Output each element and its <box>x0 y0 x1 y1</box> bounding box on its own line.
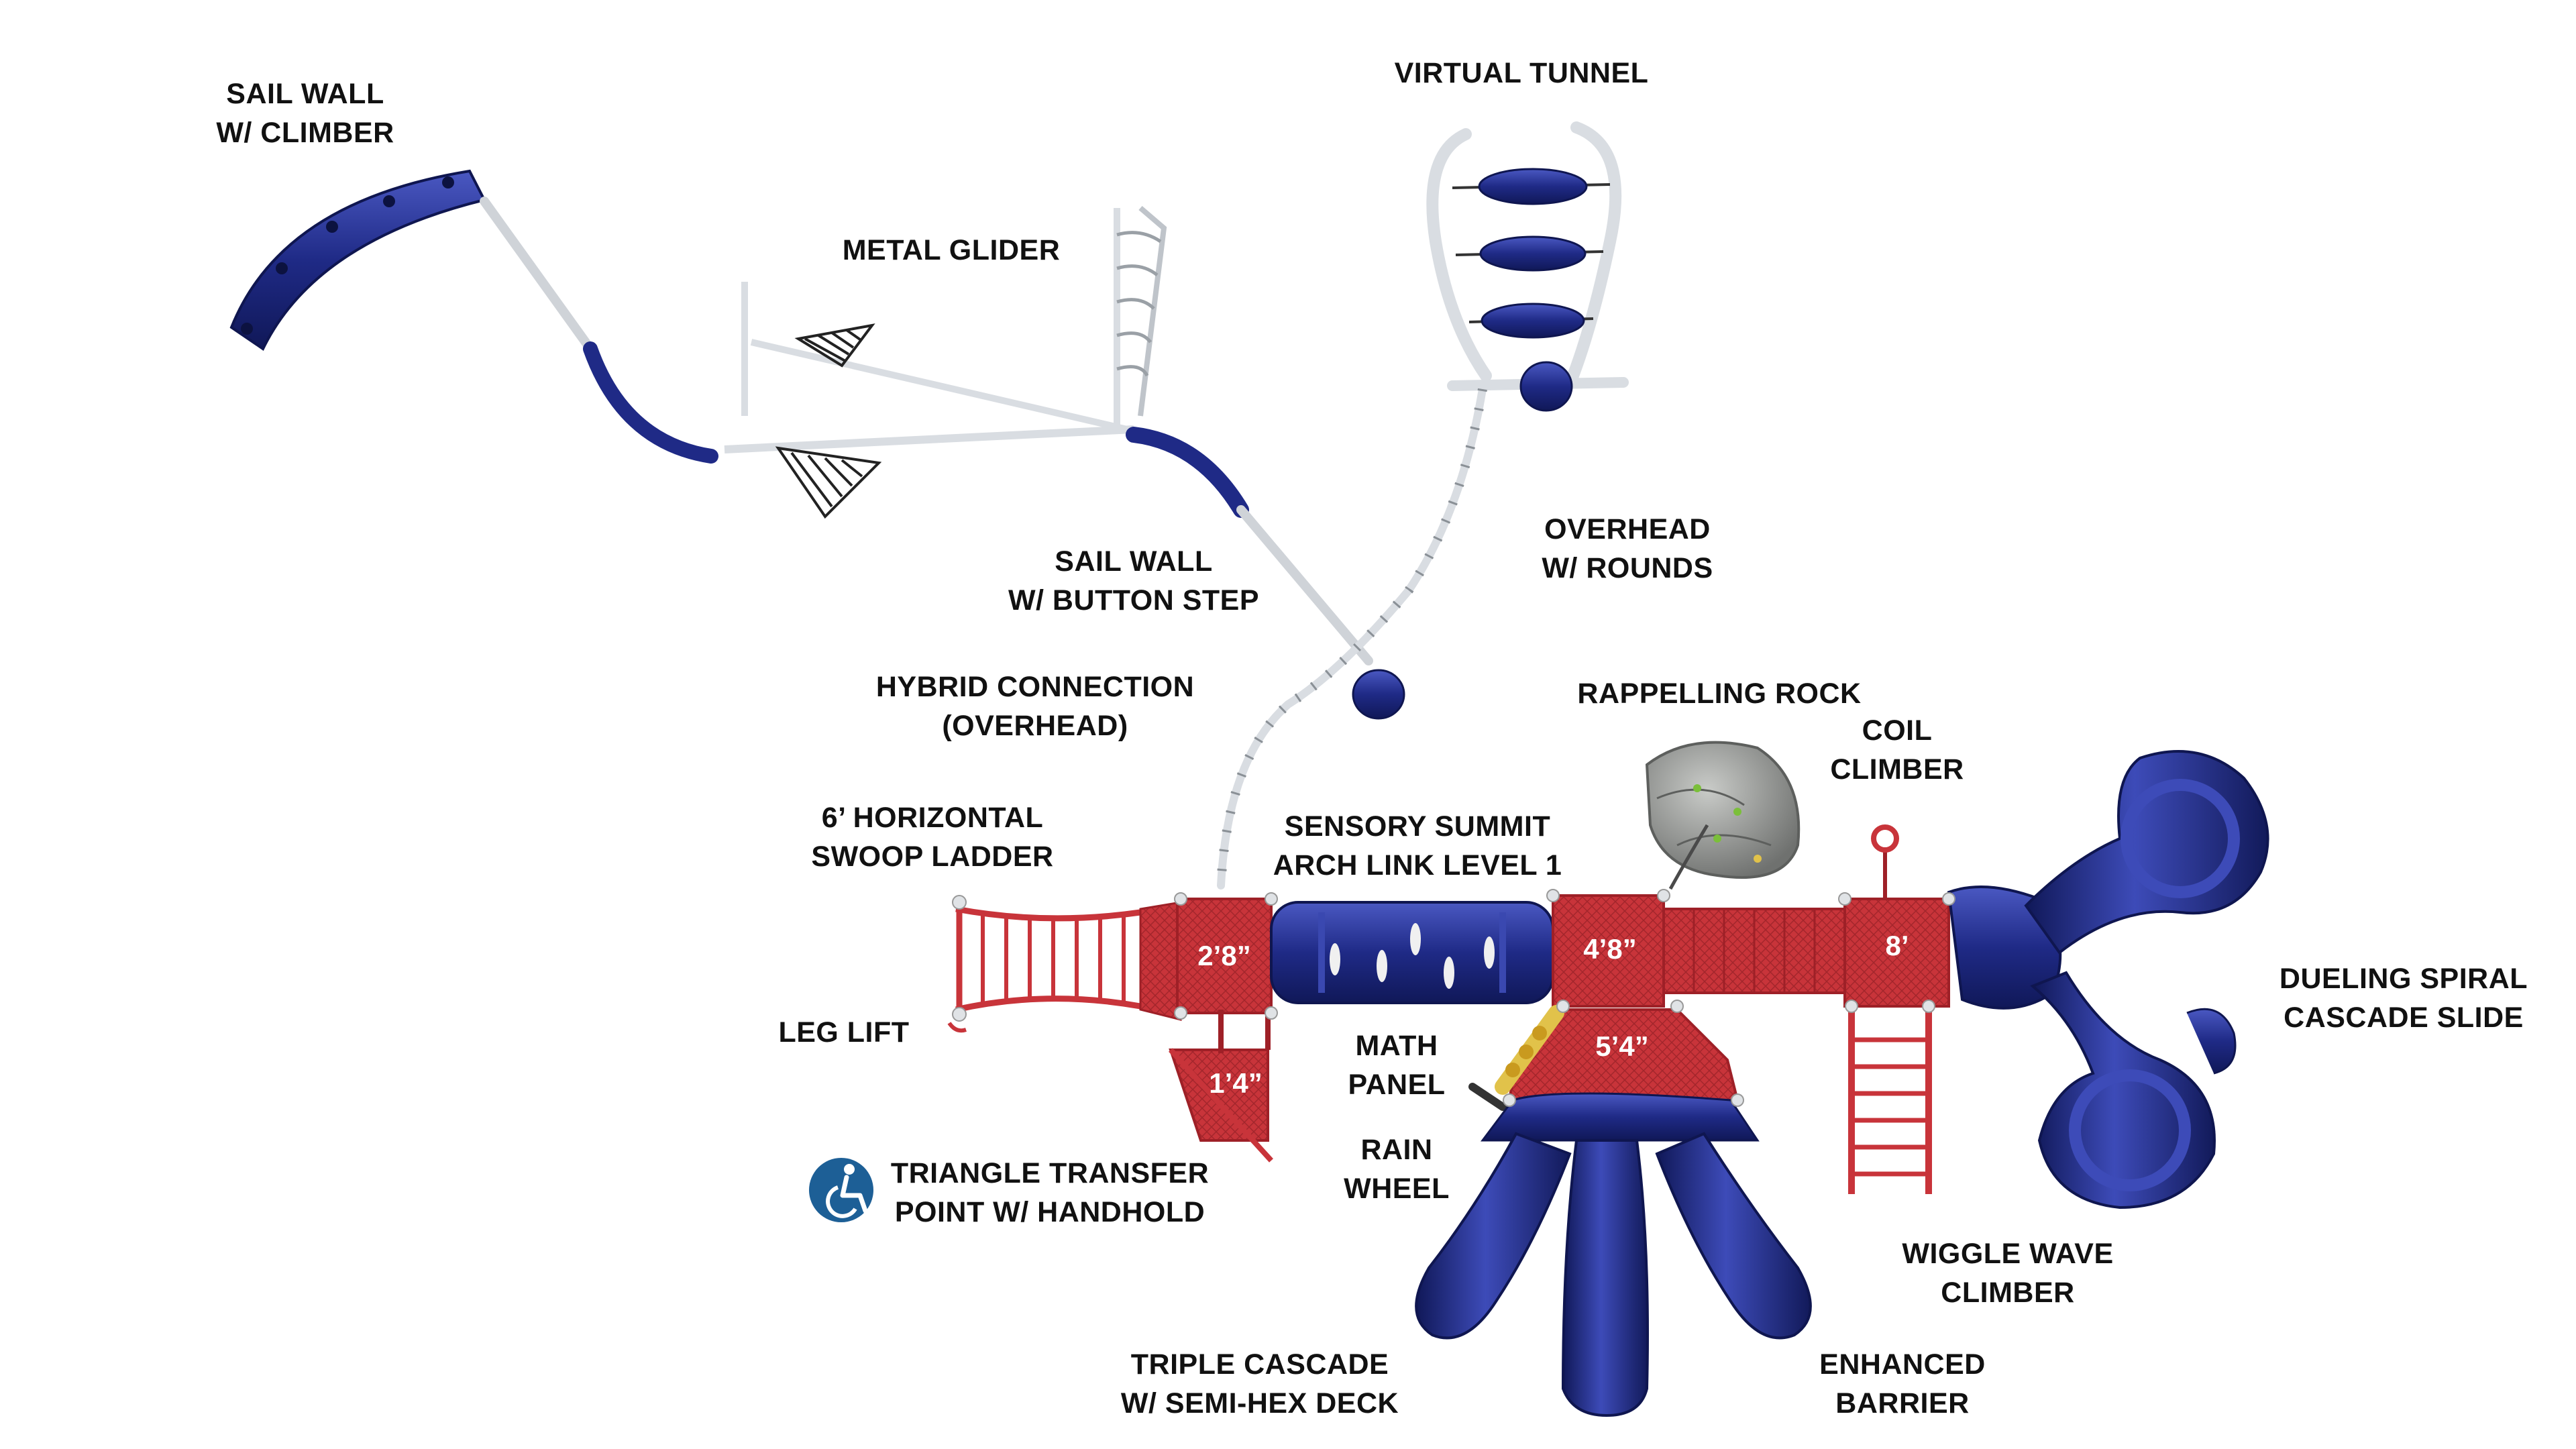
label-line: SAIL WALL <box>1055 545 1213 578</box>
label-line: CASCADE SLIDE <box>2284 1002 2524 1034</box>
sail-wall-button-step <box>1126 427 1405 720</box>
label-rain-wheel: RAIN WHEEL <box>1344 1130 1450 1208</box>
deck-height-e: 5’4” <box>1595 1030 1649 1062</box>
label-dueling-spiral: DUELING SPIRAL CASCADE SLIDE <box>2279 959 2528 1037</box>
label-line: W/ BUTTON STEP <box>1008 584 1260 616</box>
label-metal-glider: METAL GLIDER <box>843 231 1061 270</box>
deck-height-d: 1’4” <box>1209 1067 1263 1099</box>
dueling-spiral-slide <box>1947 750 2269 1210</box>
label-leg-lift: LEG LIFT <box>778 1013 909 1052</box>
label-line: HYBRID CONNECTION <box>875 671 1195 703</box>
deck-c <box>1843 898 1950 1008</box>
label-line: SWOOP LADDER <box>811 841 1054 873</box>
label-line: CLIMBER <box>1941 1277 2075 1309</box>
deck-height-c: 8’ <box>1885 930 1909 961</box>
label-line: METAL GLIDER <box>842 234 1061 266</box>
label-line: W/ ROUNDS <box>1542 552 1713 584</box>
virtual-tunnel <box>1426 121 1629 412</box>
sail-wall-climber <box>229 169 486 351</box>
label-line: RAPPELLING ROCK <box>1577 678 1862 710</box>
label-virtual-tunnel: VIRTUAL TUNNEL <box>1395 54 1649 93</box>
label-enhanced-barrier: ENHANCED BARRIER <box>1819 1345 1986 1423</box>
label-line: ENHANCED <box>1819 1348 1986 1381</box>
deck-height-a: 2’8” <box>1197 940 1251 971</box>
rain-wheel <box>1468 1083 1507 1111</box>
label-line: TRIANGLE TRANSFER <box>890 1157 1210 1189</box>
label-triangle-transfer: TRIANGLE TRANSFER POINT W/ HANDHOLD <box>891 1154 1209 1232</box>
label-sail-wall-climber: SAIL WALL W/ CLIMBER <box>216 74 394 152</box>
rappelling-rock <box>1645 741 1801 890</box>
label-overhead-rounds: OVERHEAD W/ ROUNDS <box>1542 510 1713 588</box>
deck-d <box>1169 1010 1273 1163</box>
deck-b <box>1552 894 1665 1008</box>
label-coil-climber: COIL CLIMBER <box>1830 711 1964 789</box>
glider-ladder <box>1116 205 1167 417</box>
label-sensory-summit: SENSORY SUMMIT ARCH LINK LEVEL 1 <box>1273 807 1562 885</box>
label-line: W/ CLIMBER <box>216 117 394 149</box>
label-hybrid-connection: HYBRID CONNECTION (OVERHEAD) <box>876 667 1194 745</box>
label-line: TRIPLE CASCADE <box>1130 1348 1389 1381</box>
label-line: RAIN <box>1360 1134 1433 1166</box>
coil-climber <box>1871 824 1899 899</box>
deck-a <box>1176 898 1273 1014</box>
label-line: SAIL WALL <box>226 78 384 110</box>
label-line: VIRTUAL TUNNEL <box>1394 57 1649 89</box>
label-rappelling-rock: RAPPELLING ROCK <box>1577 674 1861 713</box>
label-math-panel: MATH PANEL <box>1348 1026 1445 1104</box>
label-line: 6’ HORIZONTAL <box>821 802 1044 834</box>
wheelchair-accessible-icon <box>809 1158 873 1222</box>
label-line: PANEL <box>1348 1069 1446 1101</box>
label-line: WHEEL <box>1344 1173 1450 1205</box>
math-panel <box>1495 1005 1564 1095</box>
sensory-summit-arch <box>1270 901 1554 1004</box>
label-wiggle-wave: WIGGLE WAVE CLIMBER <box>1902 1234 2113 1312</box>
label-line: BARRIER <box>1835 1387 1970 1419</box>
label-sail-wall-button-step: SAIL WALL W/ BUTTON STEP <box>1008 542 1259 620</box>
deck-height-b: 4’8” <box>1583 933 1637 965</box>
label-line: OVERHEAD <box>1544 513 1711 545</box>
label-line: MATH <box>1355 1030 1438 1062</box>
label-line: POINT W/ HANDHOLD <box>894 1196 1205 1228</box>
label-line: DUELING SPIRAL <box>2279 963 2528 995</box>
overhead-rounds <box>1216 385 1487 890</box>
label-triple-cascade: TRIPLE CASCADE W/ SEMI-HEX DECK <box>1121 1345 1399 1423</box>
label-line: (OVERHEAD) <box>942 710 1128 742</box>
wiggle-wave-climber <box>1845 1000 1935 1194</box>
sail-wall-climber-rail <box>480 197 718 464</box>
triple-cascade <box>1415 1092 1812 1417</box>
label-line: SENSORY SUMMIT <box>1284 810 1551 843</box>
label-line: ARCH LINK LEVEL 1 <box>1273 849 1562 881</box>
label-line: CLIMBER <box>1830 753 1964 786</box>
label-line: WIGGLE WAVE <box>1902 1238 2114 1270</box>
label-line: COIL <box>1862 714 1933 747</box>
post-caps <box>1174 889 1955 1107</box>
metal-glider <box>724 205 1167 519</box>
horizontal-swoop-ladder <box>947 895 1141 1033</box>
label-line: LEG LIFT <box>778 1016 910 1049</box>
swoop-ladder-connector <box>1139 901 1182 1021</box>
label-line: W/ SEMI-HEX DECK <box>1120 1387 1399 1419</box>
label-horizontal-swoop-ladder: 6’ HORIZONTAL SWOOP LADDER <box>811 798 1053 876</box>
enhanced-barrier-run <box>1662 908 1846 994</box>
